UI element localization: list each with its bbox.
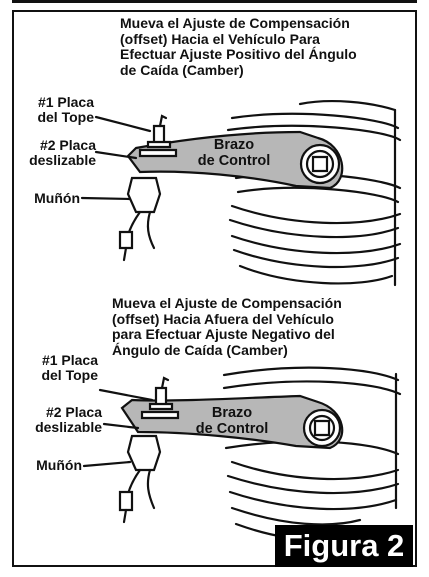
label-knuckle-top: Muñón — [34, 190, 80, 206]
label-line: de Control — [195, 421, 269, 437]
label-line: deslizable — [29, 152, 96, 168]
pivot-bushing-bottom — [302, 408, 342, 448]
label-knuckle-bottom: Muñón — [36, 457, 82, 473]
caption-line: (offset) Hacia Afuera del Vehículo — [112, 310, 334, 327]
knuckle-top — [118, 176, 162, 262]
label-line: Brazo — [211, 405, 253, 421]
label-line: #2 Placa — [39, 137, 96, 153]
ball-joint-stud-top — [138, 114, 178, 158]
label-stop-plate-top: #1 Placa del Tope — [14, 95, 94, 125]
leader-slide-plate-top — [94, 150, 138, 160]
caption-line: Ángulo de Caída (Camber) — [112, 341, 288, 358]
figure-frame — [12, 10, 417, 567]
caption-line: (offset) Hacia el Vehículo Para — [120, 30, 320, 47]
label-line: del Tope — [37, 109, 94, 125]
caption-line: para Efectuar Ajuste Negativo del — [112, 326, 335, 342]
label-line: deslizable — [35, 419, 102, 435]
label-slide-plate-bottom: #2 Placa deslizable — [14, 405, 102, 435]
caption-line: Mueva el Ajuste de Compensación — [120, 15, 350, 31]
pivot-bushing-top — [299, 143, 341, 185]
label-line: del Tope — [41, 367, 98, 383]
label-line: de Control — [197, 153, 271, 169]
leader-slide-plate-bottom — [102, 422, 140, 430]
leader-stop-plate-bottom — [98, 388, 154, 402]
label-line: Brazo — [213, 137, 255, 153]
caption-negative-camber: Mueva el Ajuste de Compensación (offset)… — [112, 295, 407, 358]
coil-spring-top — [226, 100, 402, 287]
ball-joint-stud-bottom — [140, 376, 180, 420]
caption-line: Efectuar Ajuste Positivo del Ángulo — [120, 46, 357, 62]
caption-line: Mueva el Ajuste de Compensación — [112, 295, 342, 311]
label-control-arm-top: Brazo de Control — [186, 137, 282, 169]
label-line: #1 Placa — [37, 94, 94, 110]
control-arm-bottom — [120, 394, 344, 450]
control-arm-top — [126, 130, 344, 190]
coil-spring-bottom — [222, 366, 402, 540]
leader-stop-plate-top — [94, 115, 152, 133]
label-line: #1 Placa — [41, 352, 98, 368]
label-stop-plate-bottom: #1 Placa del Tope — [14, 353, 98, 383]
top-border — [12, 0, 417, 3]
caption-positive-camber: Mueva el Ajuste de Compensación (offset)… — [120, 15, 405, 78]
caption-line: de Caída (Camber) — [120, 61, 244, 78]
knuckle-bottom — [118, 434, 162, 524]
label-control-arm-bottom: Brazo de Control — [184, 405, 280, 437]
label-line: #2 Placa — [45, 404, 102, 420]
leader-knuckle-bottom — [82, 460, 132, 468]
figure-number-badge: Figura 2 — [275, 525, 413, 567]
leader-knuckle-top — [80, 196, 132, 201]
label-slide-plate-top: #2 Placa deslizable — [14, 138, 96, 168]
